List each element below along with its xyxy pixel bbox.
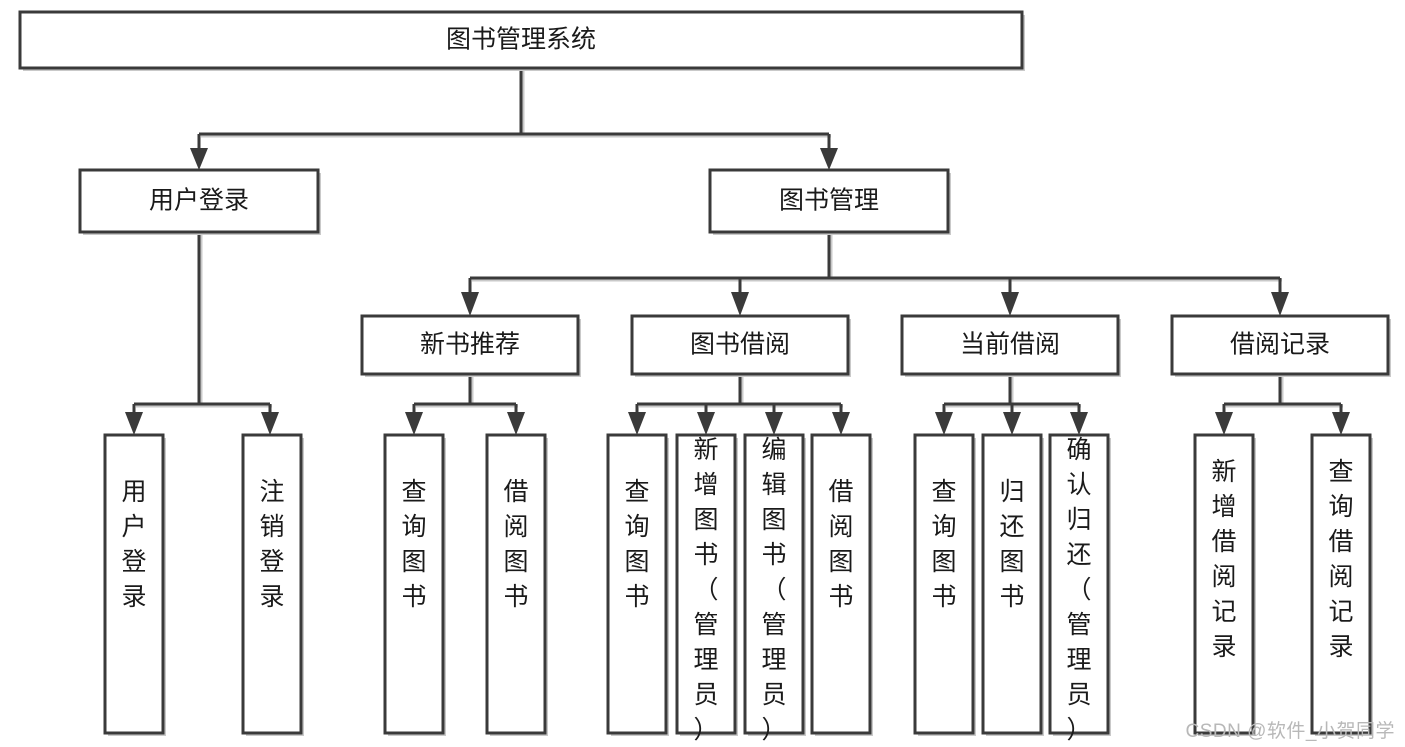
arrow-user-login <box>190 148 208 170</box>
node-leaf-query-book-1-label: 查询图书 <box>401 478 426 611</box>
node-book-borrow[interactable]: 图书借阅 <box>630 314 851 377</box>
node-book-management[interactable]: 图书管理 <box>708 168 951 235</box>
node-leaf-borrow-book-1-label: 借阅图书 <box>503 478 528 611</box>
node-leaf-add-record-rect[interactable] <box>1193 433 1255 735</box>
node-leaf-borrow-book-1[interactable]: 借阅图书 <box>485 433 548 736</box>
node-new-book-recommend-label: 新书推荐 <box>420 331 520 359</box>
node-leaf-query-book-2[interactable]: 查询图书 <box>606 433 669 736</box>
arrow-leaf-return-book <box>1003 412 1021 435</box>
node-leaf-confirm-return-rect[interactable] <box>1048 433 1110 735</box>
node-leaf-query-record-label: 查询借阅记录 <box>1328 458 1353 661</box>
node-borrow-record[interactable]: 借阅记录 <box>1170 314 1391 377</box>
arrow-leaf-borrow-book-1 <box>507 412 525 435</box>
arrow-leaf-edit-book <box>765 412 783 435</box>
arrow-leaf-confirm-return <box>1070 412 1088 435</box>
node-new-book-recommend[interactable]: 新书推荐 <box>360 314 581 377</box>
arrow-leaf-borrow-book-2 <box>832 412 850 435</box>
node-user-login-rect[interactable] <box>78 168 320 234</box>
arrow-leaf-user-login <box>125 412 143 435</box>
arrow-new-book-recommend <box>461 292 479 316</box>
node-leaf-user-login-rect[interactable] <box>103 433 165 735</box>
node-current-borrow[interactable]: 当前借阅 <box>900 314 1121 377</box>
node-root[interactable]: 图书管理系统 <box>18 10 1025 71</box>
node-leaf-user-logout-rect[interactable] <box>241 433 303 735</box>
node-new-book-recommend-rect[interactable] <box>360 314 580 376</box>
node-leaf-return-book-label: 归还图书 <box>999 478 1024 611</box>
node-leaf-add-book[interactable]: 新增图书（管理员） <box>675 433 738 744</box>
node-leaf-borrow-book-2[interactable]: 借阅图书 <box>810 433 873 736</box>
node-root-rect[interactable] <box>18 10 1024 70</box>
arrow-leaf-query-book-3 <box>935 412 953 435</box>
arrow-leaf-query-book-1 <box>405 412 423 435</box>
node-leaf-query-book-3-rect[interactable] <box>913 433 975 735</box>
node-leaf-add-record[interactable]: 新增借阅记录 <box>1193 433 1256 736</box>
node-leaf-add-book-label: 新增图书（管理员） <box>693 436 718 744</box>
arrow-book-management <box>820 148 838 170</box>
arrow-borrow-record <box>1271 292 1289 316</box>
node-user-login[interactable]: 用户登录 <box>78 168 321 235</box>
node-root-label: 图书管理系统 <box>446 26 596 54</box>
node-book-management-rect[interactable] <box>708 168 950 234</box>
node-leaf-confirm-return[interactable]: 确认归还（管理员） <box>1048 433 1111 744</box>
node-current-borrow-rect[interactable] <box>900 314 1120 376</box>
node-leaf-user-login-label: 用户登录 <box>121 478 146 611</box>
node-book-management-label: 图书管理 <box>779 187 879 215</box>
node-leaf-query-book-3-label: 查询图书 <box>931 478 956 611</box>
node-leaf-user-logout-label: 注销登录 <box>259 478 284 611</box>
node-leaf-add-record-label: 新增借阅记录 <box>1211 458 1236 661</box>
node-borrow-record-label: 借阅记录 <box>1230 331 1330 359</box>
node-book-borrow-label: 图书借阅 <box>690 331 790 359</box>
node-leaf-borrow-book-2-label: 借阅图书 <box>828 478 853 611</box>
node-leaf-query-book-2-rect[interactable] <box>606 433 668 735</box>
arrow-leaf-user-logout <box>261 412 279 435</box>
arrow-leaf-add-book <box>697 412 715 435</box>
node-book-borrow-rect[interactable] <box>630 314 850 376</box>
node-user-login-label: 用户登录 <box>149 187 249 215</box>
node-current-borrow-label: 当前借阅 <box>960 331 1060 359</box>
arrow-book-borrow <box>731 292 749 316</box>
node-leaf-user-logout[interactable]: 注销登录 <box>241 433 304 736</box>
arrow-leaf-query-book-2 <box>628 412 646 435</box>
node-leaf-edit-book[interactable]: 编辑图书（管理员） <box>743 433 806 744</box>
arrow-current-borrow <box>1001 292 1019 316</box>
connector-group <box>125 68 1350 435</box>
node-leaf-edit-book-label: 编辑图书（管理员） <box>761 436 786 744</box>
node-leaf-query-record-rect[interactable] <box>1310 433 1372 735</box>
node-leaf-edit-book-rect[interactable] <box>743 433 805 735</box>
arrow-leaf-query-record <box>1332 412 1350 435</box>
node-leaf-query-book-2-label: 查询图书 <box>624 478 649 611</box>
node-leaf-return-book[interactable]: 归还图书 <box>981 433 1044 736</box>
node-leaf-confirm-return-label: 确认归还（管理员） <box>1066 436 1091 744</box>
node-leaf-add-book-rect[interactable] <box>675 433 737 735</box>
node-leaf-borrow-book-1-rect[interactable] <box>485 433 547 735</box>
node-leaf-borrow-book-2-rect[interactable] <box>810 433 872 735</box>
node-borrow-record-rect[interactable] <box>1170 314 1390 376</box>
node-leaf-user-login[interactable]: 用户登录 <box>103 433 166 736</box>
node-leaf-query-record[interactable]: 查询借阅记录 <box>1310 433 1373 736</box>
node-leaf-query-book-1-rect[interactable] <box>383 433 445 735</box>
arrow-leaf-add-record <box>1215 412 1233 435</box>
node-leaf-return-book-rect[interactable] <box>981 433 1043 735</box>
node-leaf-query-book-3[interactable]: 查询图书 <box>913 433 976 736</box>
node-leaf-query-book-1[interactable]: 查询图书 <box>383 433 446 736</box>
